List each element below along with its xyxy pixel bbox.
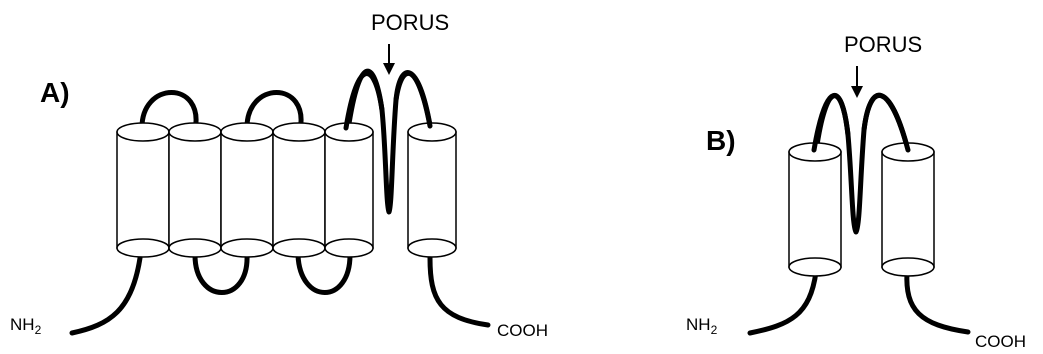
panel-a-label: A) — [40, 77, 70, 108]
panel-b-n-terminus-tail — [750, 272, 816, 333]
panel-a-pore-loop-front-2 — [396, 73, 430, 126]
panel-b-porus-label: PORUS — [844, 32, 922, 57]
panel-a-helix-4 — [273, 123, 325, 257]
panel-a-helix-1 — [117, 123, 169, 257]
panel-a-helix-3 — [221, 123, 273, 257]
panel-a-n-terminus-tail — [72, 258, 140, 333]
panel-b-c-terminus-tail — [907, 272, 968, 332]
panel-b-pore-loop-front-2 — [864, 95, 908, 150]
panel-a: A) — [10, 10, 548, 340]
panel-a-intracellular-loop-2 — [298, 255, 350, 293]
panel-a-helix-2 — [169, 123, 221, 257]
panel-b-label: B) — [706, 125, 736, 156]
panel-a-c-terminus-tail — [430, 258, 488, 325]
panel-b-n-terminus-label: NH2 — [686, 315, 718, 337]
panel-a-c-terminus-label: COOH — [497, 321, 548, 340]
panel-b-c-terminus-label: COOH — [975, 332, 1026, 351]
panel-b-helix-1 — [789, 143, 841, 276]
panel-b-helix-2 — [882, 143, 934, 276]
panel-a-intracellular-loop-1 — [195, 255, 247, 293]
panel-b-porus-arrow-head — [851, 86, 863, 98]
panel-a-helix-6 — [408, 123, 456, 257]
panel-b: B) PORUS NH2 COOH — [686, 32, 1026, 351]
panel-a-porus-arrow-head — [383, 63, 395, 75]
panel-a-porus-label: PORUS — [371, 10, 449, 35]
panel-a-n-terminus-label: NH2 — [10, 315, 42, 337]
panel-a-helix-5 — [325, 123, 373, 257]
